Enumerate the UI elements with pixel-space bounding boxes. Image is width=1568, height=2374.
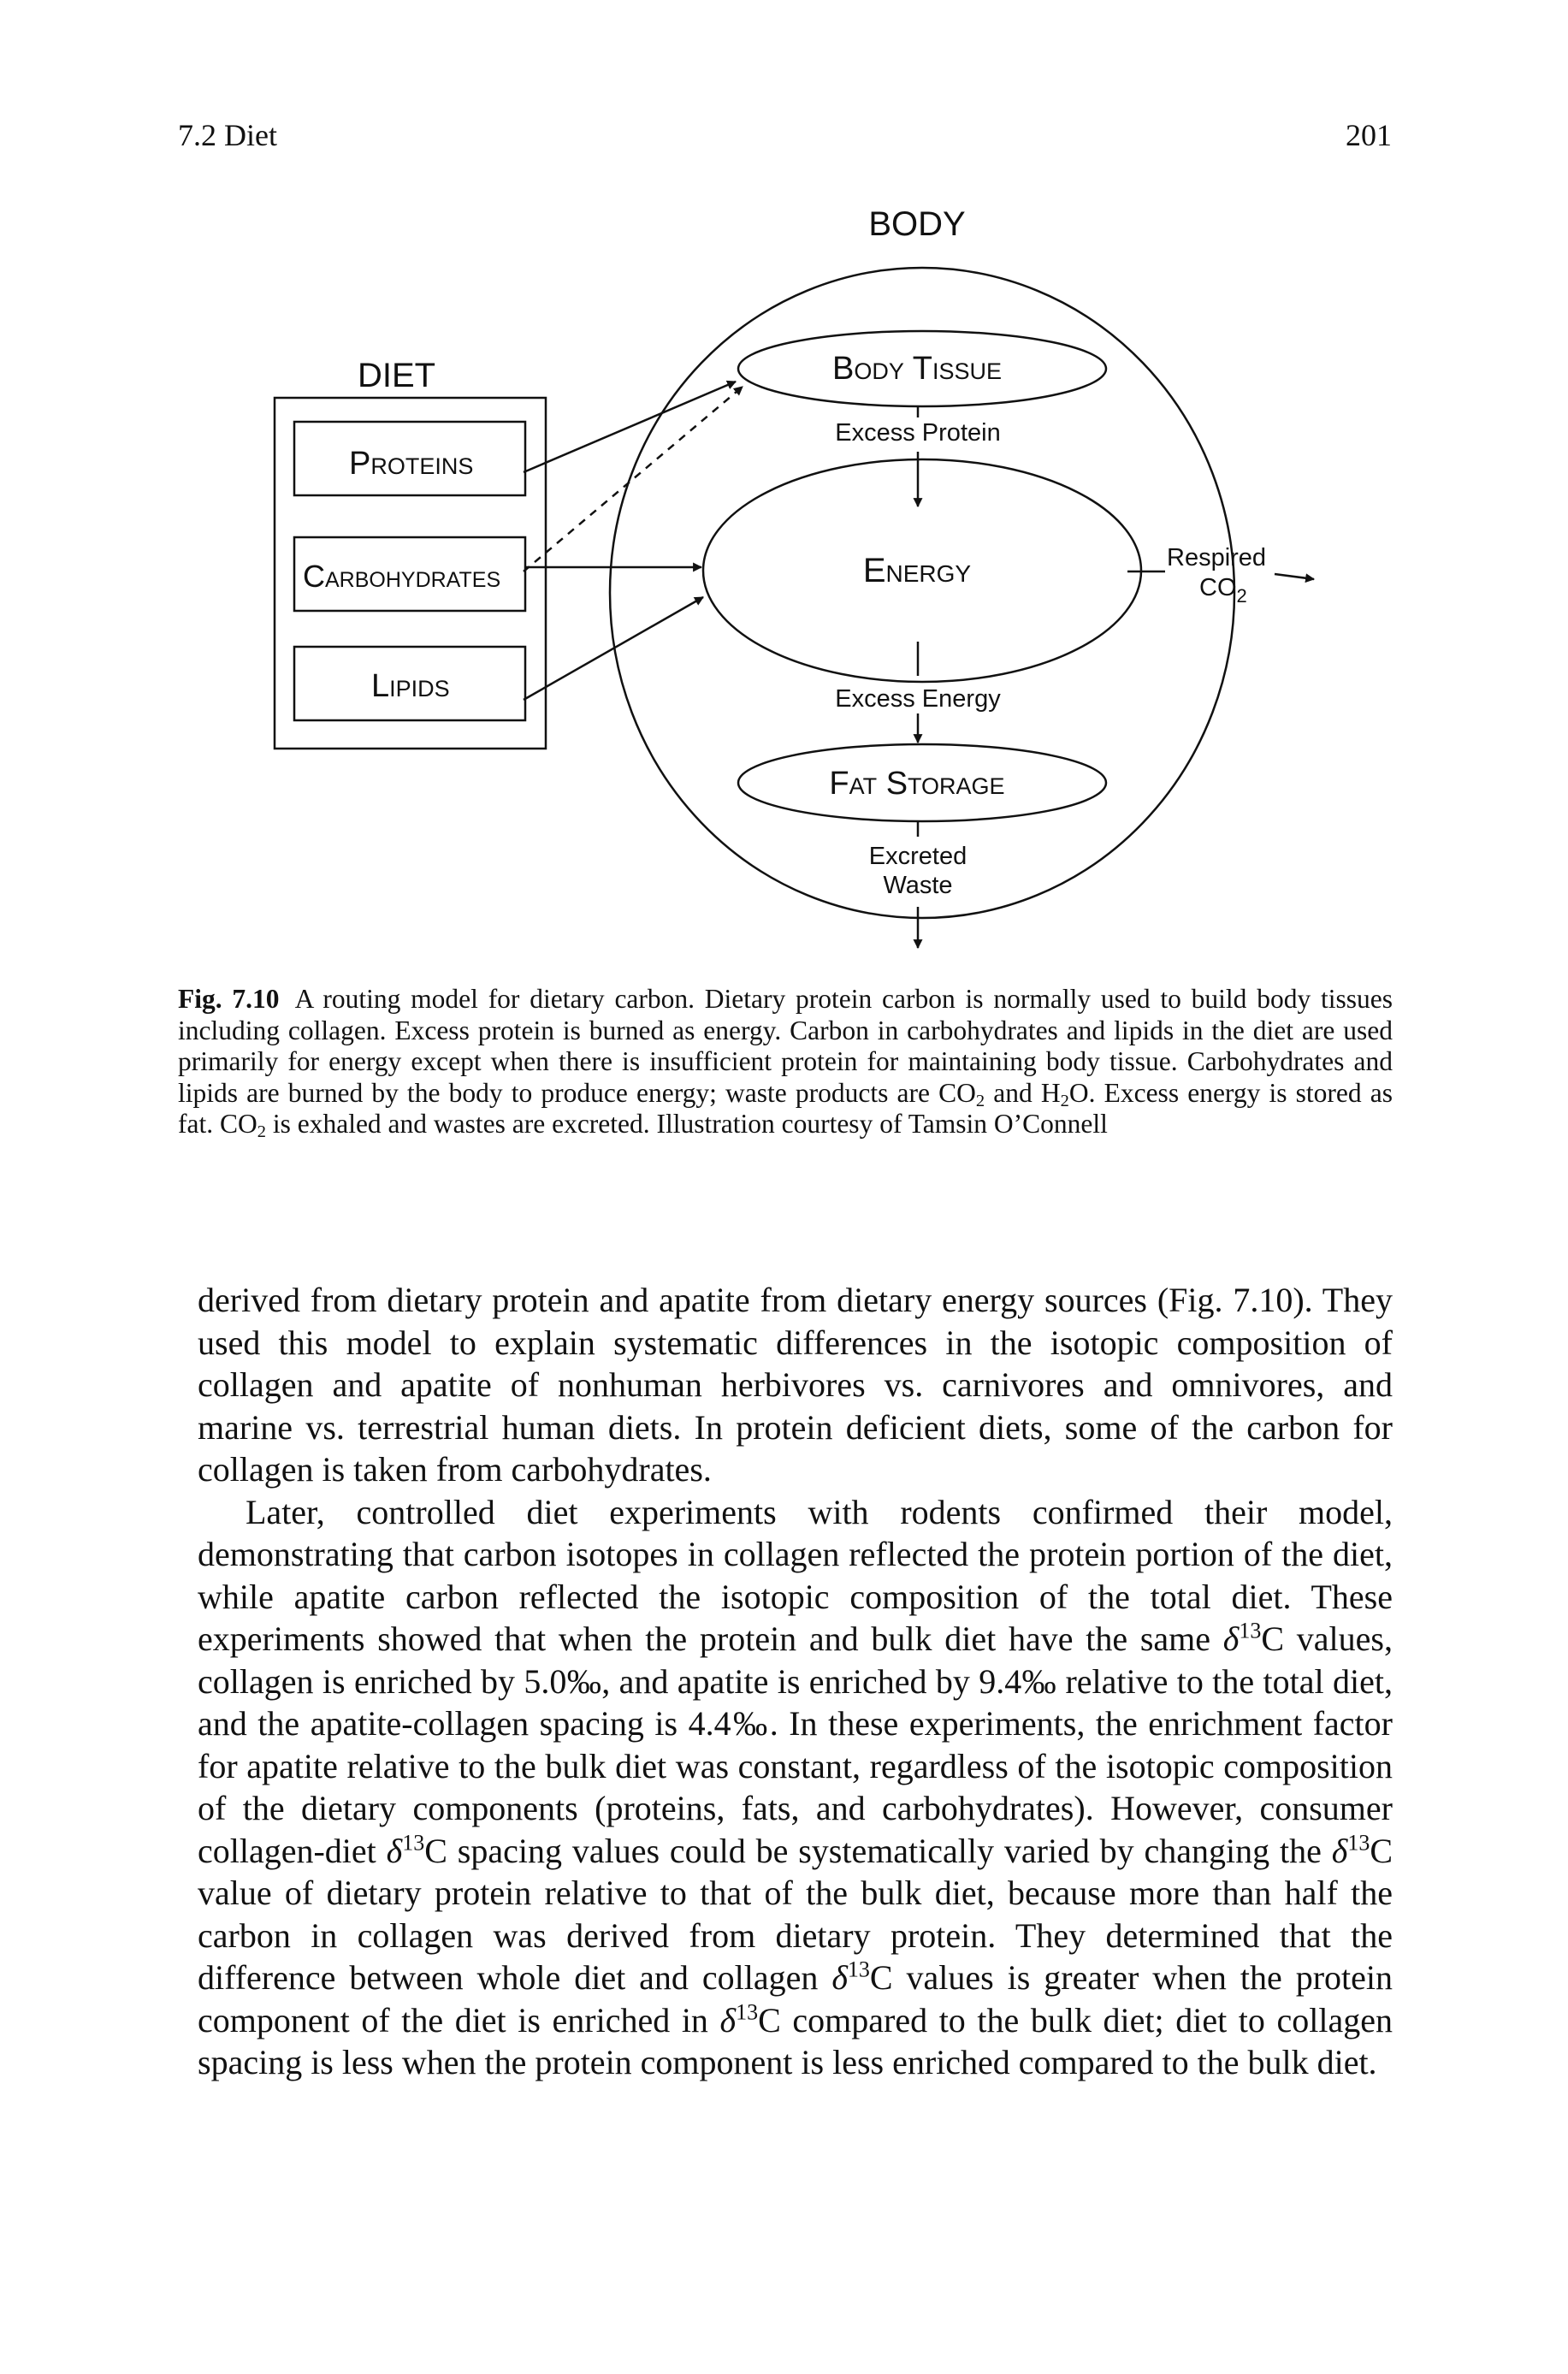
isotope-superscript: 13 [1239,1618,1262,1643]
paragraph-2-part-e: values is greater when the protein compo… [198,1958,1393,2040]
excreted-label: Excreted [869,843,967,870]
fat-storage-ellipse [737,743,1108,823]
body-circle [608,266,1236,920]
carbohydrates-to-tissue-dashed-arrow [523,386,743,572]
energy-label: Energy [863,552,972,589]
lipids-to-energy-arrow [523,595,704,702]
body-tissue-label: Body Tissue [832,351,1002,387]
paragraph-1: derived from dietary protein and apatite… [198,1281,1393,1489]
figure-caption: Fig. 7.10 A routing model for dietary ca… [178,984,1393,1140]
waste-label: Waste [883,872,952,899]
diet-frame [273,396,547,750]
caption-text-2: and H [985,1077,1061,1108]
co2-label: CO2 [1199,574,1247,607]
paragraph-2-part-a: Later, controlled diet experiments with … [198,1492,1393,1659]
caption-subscript-2: 2 [1060,1091,1069,1110]
caption-subscript-1: 2 [975,1091,985,1110]
lipids-label: Lipids [371,668,450,704]
paragraph-2: Later, controlled diet experiments with … [198,1491,1393,2084]
caption-text-1: A routing model for dietary carbon. Diet… [178,984,1393,1108]
dietary-carbon-routing-figure: BODY DIET Proteins Carbohydrates Lipids … [273,205,1316,950]
page-number: 201 [1346,118,1392,152]
carbohydrates-box [293,536,527,613]
fat-storage-label: Fat Storage [829,766,1004,802]
proteins-to-tissue-arrow [523,380,737,474]
caption-subscript-3: 2 [257,1122,266,1142]
carbon-symbol: C [869,1958,893,1997]
caption-text-3: O. Excess energy is stored as fat. CO [178,1077,1393,1140]
body-title: BODY [868,205,965,243]
carbon-symbol: C [1261,1619,1285,1658]
body-text: derived from dietary protein and apatite… [198,1279,1393,2084]
diet-title: DIET [358,357,435,394]
delta-symbol: δ [1222,1619,1240,1658]
caption-text-4: is exhaled and wastes are excreted. Illu… [265,1109,1108,1139]
excess-energy-label: Excess Energy [835,685,1001,713]
paragraph-2-part-c: spacing values could be systematically v… [447,1831,1332,1870]
paragraph-2-part-b: values, collagen is enriched by 5.0‰, an… [198,1619,1393,1870]
carbon-symbol: C [1370,1831,1393,1870]
delta-symbol: δ [719,2000,737,2040]
excess-protein-label: Excess Protein [835,419,1000,447]
figure-label: Fig. 7.10 [178,984,280,1014]
respired-label: Respired [1167,544,1266,571]
respired-arrow [1274,572,1316,583]
carbon-symbol: C [758,2000,781,2040]
carbohydrates-label: Carbohydrates [303,559,500,594]
proteins-label: Proteins [349,446,473,482]
proteins-box [293,420,527,497]
isotope-superscript: 13 [847,1957,870,1982]
running-head-section: 7.2 Diet [178,118,277,152]
isotope-superscript: 13 [1347,1830,1370,1856]
paragraph-2-part-d: value of dietary protein relative to tha… [198,1874,1393,1997]
delta-symbol: δ [386,1831,403,1870]
isotope-superscript: 13 [736,1999,759,2025]
delta-symbol: δ [831,1958,848,1997]
carbon-symbol: C [424,1831,447,1870]
co2-subscript: 2 [1237,585,1247,607]
paragraph-2-part-f: compared to the bulk diet; diet to colla… [198,2000,1393,2082]
delta-symbol: δ [1331,1831,1348,1870]
co2-text: CO [1199,574,1237,601]
isotope-superscript: 13 [402,1830,425,1856]
body-tissue-ellipse [737,329,1108,408]
lipids-box [293,645,527,722]
